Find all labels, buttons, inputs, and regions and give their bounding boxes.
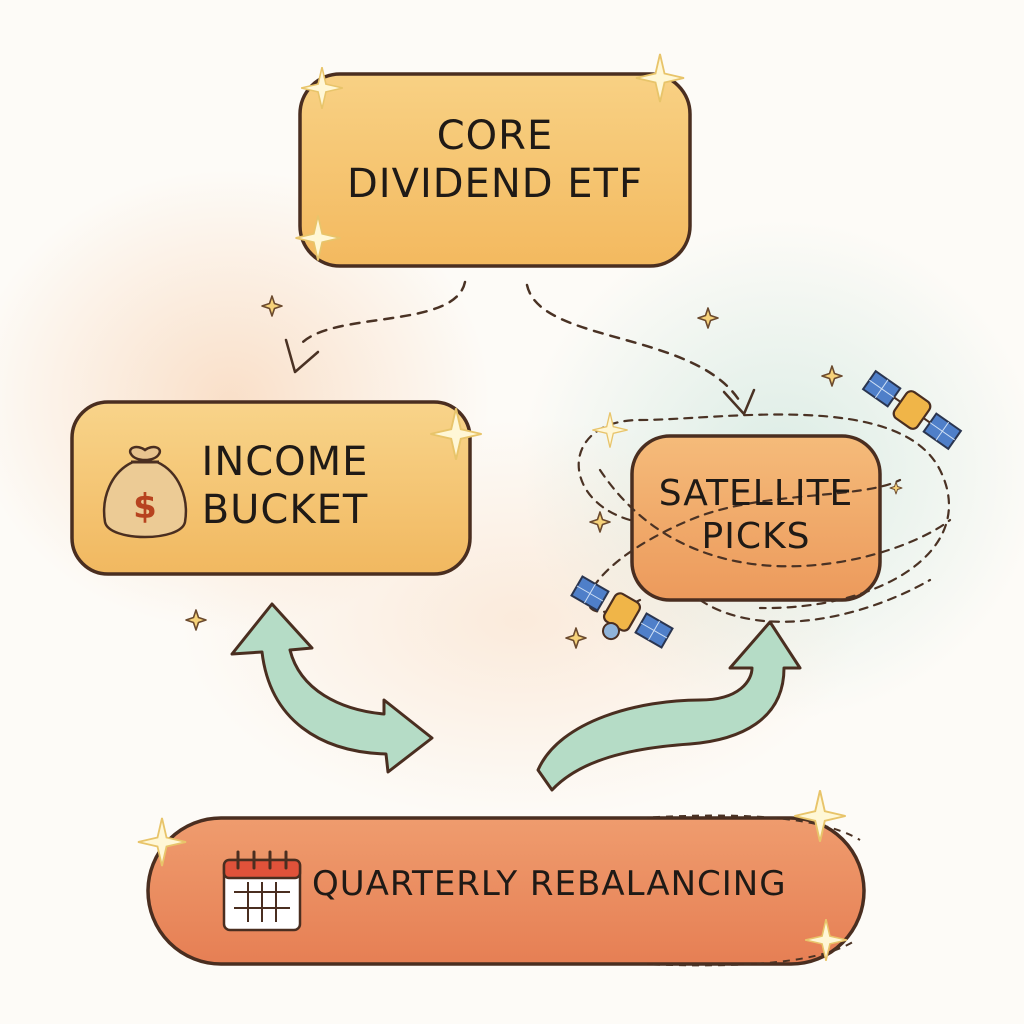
- satellite-icon: [861, 369, 963, 451]
- svg-text:$: $: [133, 487, 157, 527]
- cycle-arrow-right: [536, 620, 802, 792]
- satellite-icon-lower: [570, 575, 674, 649]
- orbit-paths: [577, 413, 952, 623]
- rebalancing-dash-bottom: [639, 939, 857, 967]
- core-dividend-etf-box: [298, 72, 692, 268]
- calendar-icon: [222, 850, 302, 932]
- connector-core-to-income: [298, 280, 467, 347]
- rebalancing-dash-top: [639, 814, 861, 841]
- money-bag-icon: $: [102, 445, 188, 539]
- cycle-arrow-left: [230, 602, 434, 774]
- connector-core-to-satellite: [525, 283, 744, 407]
- connector-arrowhead-income: [284, 338, 320, 374]
- quarterly-rebalancing-pill: [146, 816, 866, 966]
- connector-arrowhead-satellite: [722, 388, 756, 416]
- satellite-picks-box: [630, 434, 882, 602]
